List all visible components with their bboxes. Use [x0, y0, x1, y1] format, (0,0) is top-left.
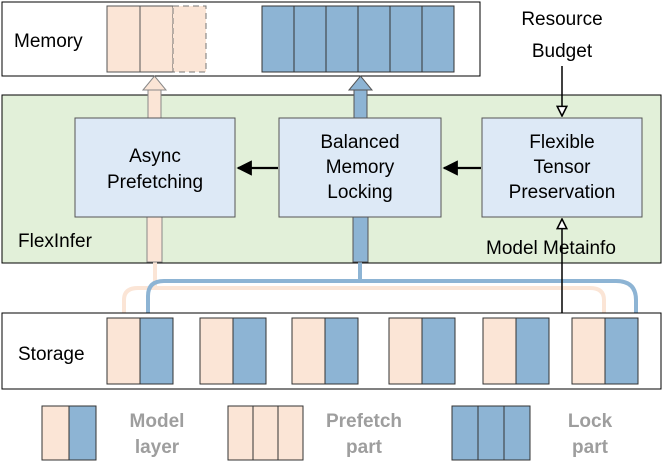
prefetch-to-memory-arrow: [141, 75, 168, 119]
legend-swatch: [451, 405, 479, 461]
module-flexible-tensor-preservation: Flexible Tensor Preservation: [481, 117, 643, 218]
memory-panel: Memory: [1, 1, 481, 77]
memory-lock-cell: [421, 5, 455, 73]
module-label: Memory: [326, 157, 395, 178]
prefetch-bus-bar: [146, 216, 163, 263]
legend-label: Prefetch: [326, 411, 402, 432]
module-label: Locking: [327, 182, 393, 203]
model-metainfo-label: Model Metainfo: [486, 238, 616, 259]
legend-swatch: [477, 405, 505, 461]
legend-label: Model: [130, 411, 185, 432]
storage-panel: Storage: [1, 312, 662, 390]
resource-budget-label-line1: Resource: [521, 9, 602, 30]
memory-lock-cell: [357, 5, 391, 73]
flexinfer-label: FlexInfer: [18, 231, 93, 252]
legend-lock-part: Lock part: [451, 405, 613, 461]
module-label: Flexible: [529, 132, 594, 153]
legend-swatch: [252, 405, 279, 461]
memory-lock-block: [261, 5, 455, 73]
legend-swatch: [503, 405, 531, 461]
memory-label: Memory: [14, 31, 83, 52]
legend-label: layer: [135, 437, 180, 458]
module-label: Async: [129, 146, 181, 167]
memory-prefetch-cell-pending: [172, 5, 207, 73]
legend-label: part: [346, 437, 383, 458]
module-label: Balanced: [320, 132, 399, 153]
legend-prefetch-part: Prefetch part: [227, 405, 402, 461]
legend-swatch: [68, 405, 97, 461]
legend-swatch: [277, 405, 304, 461]
module-async-prefetching: Async Prefetching: [74, 117, 236, 218]
storage-model-layer: [482, 317, 550, 385]
memory-lock-cell: [389, 5, 423, 73]
legend-swatch: [41, 405, 70, 461]
lock-to-memory-arrow: [347, 75, 374, 119]
legend-model-layer: Model layer: [41, 405, 185, 461]
module-label: Prefetching: [107, 172, 203, 193]
storage-model-layer: [291, 317, 359, 385]
storage-model-layer: [106, 317, 174, 385]
legend-swatch: [227, 405, 254, 461]
memory-lock-cell: [325, 5, 359, 73]
lock-bus-bar: [352, 216, 369, 263]
storage-model-layer: [199, 317, 267, 385]
module-label: Tensor: [533, 157, 591, 178]
prefetch-path: [122, 286, 606, 318]
storage-model-layer: [571, 317, 639, 385]
module-label: Preservation: [509, 182, 616, 203]
lock-path: [146, 279, 638, 318]
memory-lock-cell: [293, 5, 327, 73]
memory-prefetch-cell: [139, 5, 174, 73]
resource-budget-label-line2: Budget: [532, 41, 593, 62]
storage-model-layer: [388, 317, 456, 385]
module-balanced-memory-locking: Balanced Memory Locking: [278, 117, 442, 218]
storage-label: Storage: [18, 344, 85, 365]
memory-prefetch-cell: [106, 5, 141, 73]
legend-label: part: [572, 437, 609, 458]
legend-label: Lock: [568, 411, 613, 432]
memory-prefetch-block: [106, 5, 207, 73]
legend: Model layer Prefetch part Lock part: [41, 405, 613, 461]
memory-lock-cell: [261, 5, 295, 73]
